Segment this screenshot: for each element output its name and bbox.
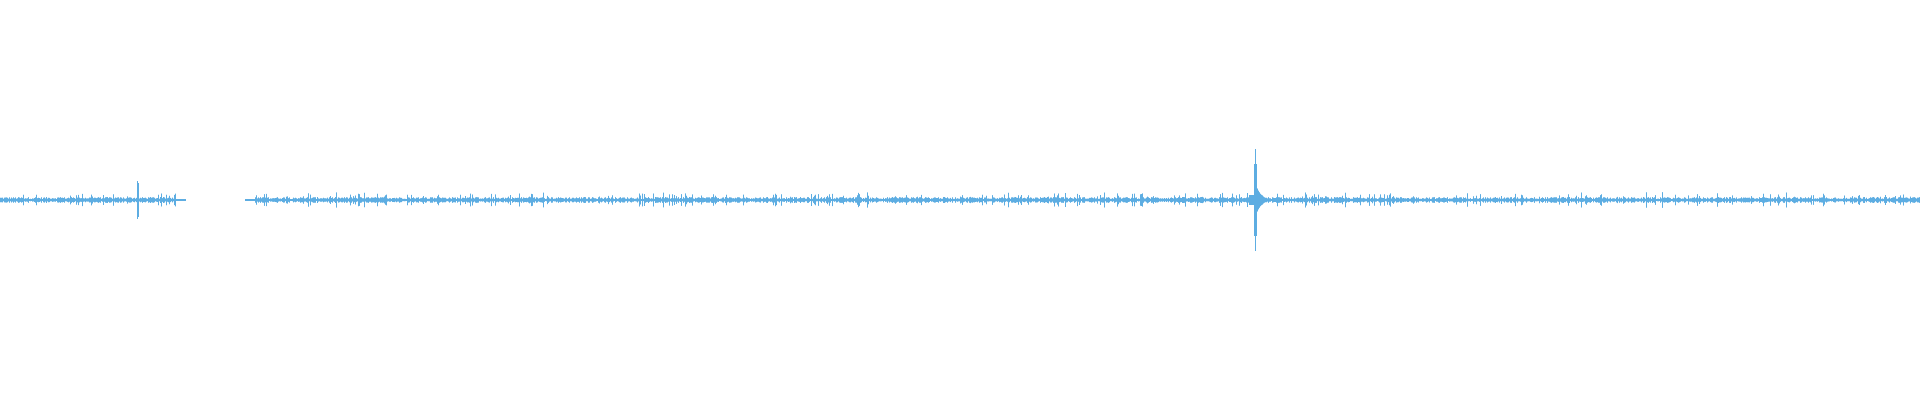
waveform-samples	[0, 149, 1920, 251]
